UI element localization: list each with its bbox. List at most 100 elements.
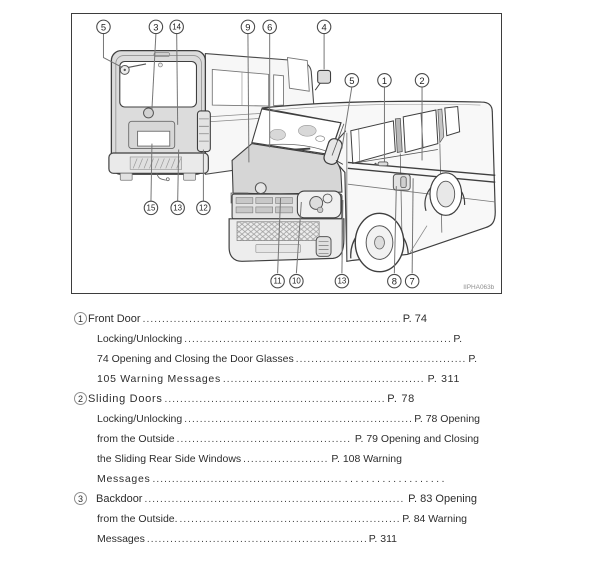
- page-ref: P. 311: [427, 373, 460, 385]
- callout-number: 5: [349, 75, 354, 86]
- bumper-mesh: [236, 221, 320, 241]
- callout-number: 9: [245, 21, 250, 32]
- leader-line: [277, 198, 282, 274]
- diagram-code: IIPHA063b: [463, 284, 494, 291]
- sliding-door-window: [402, 109, 439, 154]
- headlamp-low-beam: [309, 196, 324, 210]
- body-side-stripes: [347, 161, 496, 183]
- callout-number: 7: [410, 276, 415, 287]
- item-sub-label: Locking/Unlocking: [97, 413, 183, 425]
- dots-leader: [184, 410, 411, 430]
- front-door-handle: [377, 161, 389, 167]
- item-number-circle: 3: [74, 492, 87, 505]
- page-ref: P. 108 Warning: [331, 453, 402, 465]
- callout-number: 2: [419, 75, 424, 86]
- rear-van-side-window: [211, 68, 270, 107]
- callout-circle-15: [143, 200, 159, 216]
- c-pillar: [437, 108, 445, 144]
- callout-circle-9: [240, 19, 256, 35]
- dots-leader: [147, 530, 366, 550]
- leader-line: [177, 149, 180, 201]
- dots-leader: [177, 430, 352, 450]
- page-ref: P. 79 Opening and Closing: [354, 433, 479, 445]
- rocker-line: [409, 225, 428, 253]
- toc-item-sub-row: 74 Opening and Closing the Door GlassesP…: [97, 349, 477, 369]
- tow-hook: [156, 173, 166, 181]
- callout-circle-14: [169, 19, 184, 35]
- item-sub-label: the Sliding Rear Side Windows: [97, 453, 242, 465]
- sliding-handle-grip: [400, 176, 407, 189]
- dots-leader: [243, 450, 328, 470]
- lower-molding: [347, 183, 496, 203]
- callout-number: 5: [101, 21, 106, 32]
- callout-circle-13: [170, 200, 185, 216]
- rear-van-quarter-window: [273, 74, 284, 106]
- leader-line: [393, 186, 397, 274]
- page-ref: P.: [468, 353, 477, 365]
- leader-line: [411, 178, 414, 274]
- leader-line: [247, 33, 250, 163]
- wiper-nut: [123, 68, 126, 72]
- page-ref: P. 74: [402, 313, 427, 325]
- tail-lamp: [196, 110, 211, 153]
- callout-number: 1: [382, 75, 387, 86]
- callout-number: 13: [173, 203, 182, 212]
- leader-line: [295, 201, 302, 274]
- item-title: Backdoor: [96, 493, 143, 505]
- seat-silhouette: [298, 125, 317, 137]
- toc-item-sub-row: Locking/UnlockingP.: [97, 329, 462, 349]
- b-pillar: [394, 117, 403, 153]
- windshield: [251, 108, 342, 156]
- item-title: Sliding Doors: [88, 393, 163, 405]
- mud-flap: [119, 172, 133, 181]
- rear-emblem: [143, 107, 154, 119]
- callout-number: 10: [292, 277, 301, 286]
- door-keyhole: [374, 162, 377, 165]
- toc-item-sub-row: Messages ...................: [97, 469, 447, 489]
- dots-leader: [180, 510, 400, 530]
- leader-line: [151, 33, 157, 110]
- leader-line: [102, 33, 123, 68]
- leader-line: [176, 33, 179, 125]
- leader-line: [341, 87, 353, 149]
- item-sub-label: Messages: [97, 473, 151, 485]
- item-sub-label: 105 Warning Messages: [97, 373, 221, 385]
- grille-slats: [235, 197, 293, 214]
- callout-number: 11: [273, 277, 282, 286]
- front-van: [228, 100, 496, 273]
- leader-lines: [102, 33, 423, 274]
- page-ref: P.: [453, 333, 462, 345]
- callout-number: 14: [172, 22, 181, 31]
- callout-circle-6: [262, 19, 277, 35]
- dots-leader: [143, 310, 400, 330]
- callout-circle-4: [316, 19, 332, 35]
- callout-number: 13: [338, 277, 347, 286]
- callout-circle-3: [148, 19, 164, 35]
- rear-van-cab-glass: [287, 57, 310, 92]
- steering-wheel: [315, 135, 325, 142]
- backdoor-camera: [158, 62, 163, 68]
- rear-wheel-rim: [436, 180, 456, 208]
- item-sub-label: from the Outside.: [97, 513, 178, 525]
- backdoor-window: [119, 60, 198, 108]
- vent-window-divider: [358, 129, 361, 162]
- callout-number: 4: [321, 21, 326, 32]
- rear-van-side-mirror: [317, 69, 332, 84]
- callout-number: 6: [267, 21, 272, 32]
- seat-silhouette: [269, 128, 286, 141]
- dots-leader: [152, 470, 341, 490]
- item-number-circle: 1: [74, 312, 87, 325]
- leader-line: [341, 199, 344, 274]
- callout-number: 12: [199, 203, 208, 212]
- toc-item-sub-row: the Sliding Rear Side Windows P. 108 War…: [97, 449, 402, 469]
- rear-wiper-arm: [128, 63, 147, 69]
- spaced-dots-trailer: ...................: [344, 474, 447, 485]
- callout-circle-5: [96, 19, 111, 35]
- callout-circle-12: [196, 200, 211, 216]
